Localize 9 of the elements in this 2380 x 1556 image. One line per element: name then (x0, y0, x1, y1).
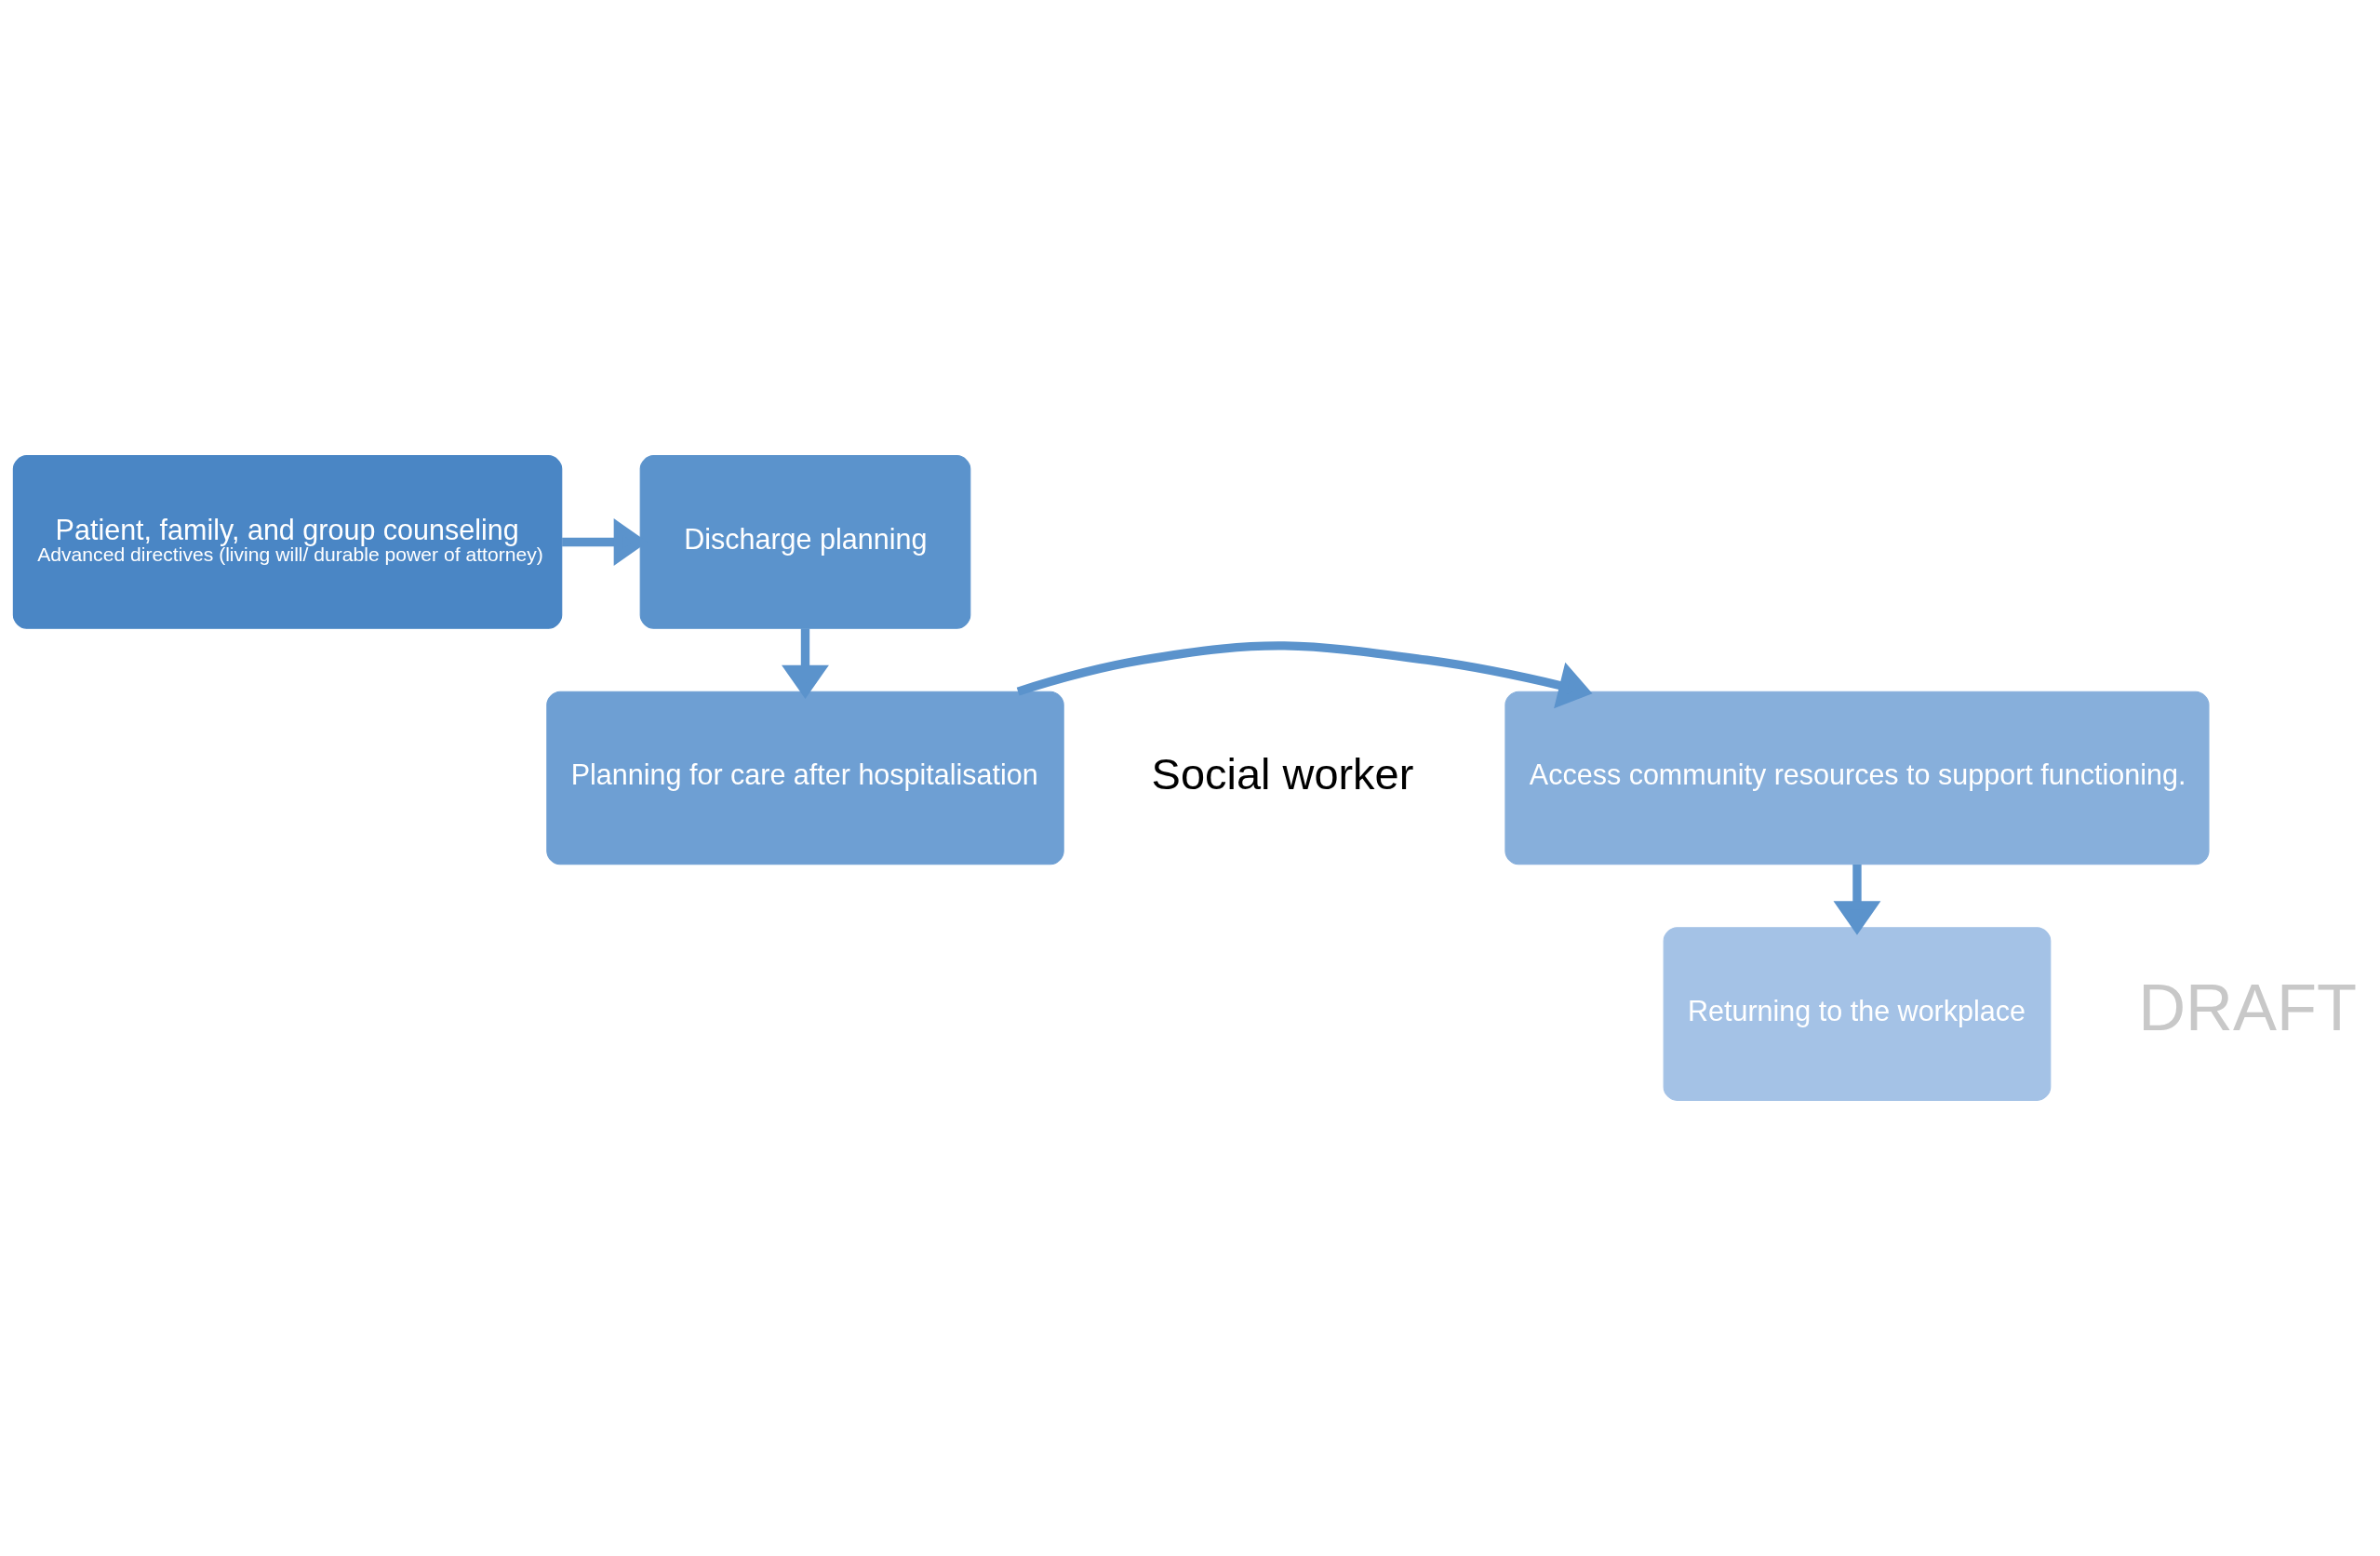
node-box: Returning to the workplace (1663, 927, 2052, 1101)
label: Social worker (1151, 748, 1414, 798)
arrow (1016, 641, 1593, 709)
arrow (1833, 864, 1881, 935)
arrow (782, 628, 829, 700)
node-box: Planning for care after hospitalisation (546, 691, 1064, 865)
node-box: Discharge planning (639, 455, 971, 629)
node-box: Patient, family, and group counseling Advanced directives (living will/ durable power of attorney) (12, 455, 563, 629)
node-box: Access community resources to support functioning. (1504, 691, 2210, 865)
